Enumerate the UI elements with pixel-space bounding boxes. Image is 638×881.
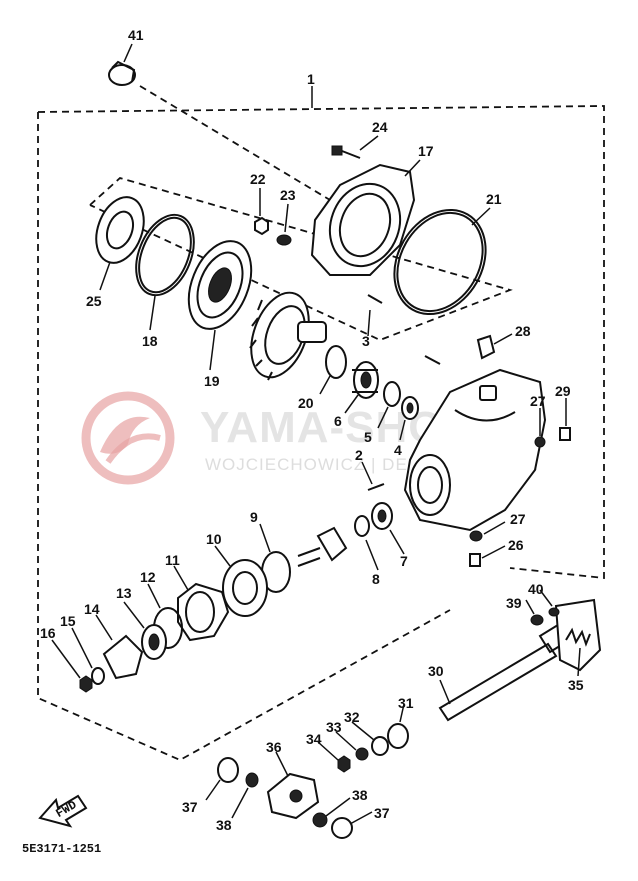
label-17: 17 — [418, 143, 434, 159]
label-39: 39 — [506, 595, 522, 611]
part-30-drive-shaft — [438, 618, 578, 722]
label-29: 29 — [555, 383, 571, 399]
part-39-40-plate — [525, 589, 602, 672]
part-15-16-fasteners — [51, 627, 105, 693]
label-23: 23 — [280, 187, 296, 203]
part-20-shim — [319, 345, 347, 395]
part-7-bearing — [371, 502, 405, 555]
watermark-logo — [81, 391, 175, 485]
label-27-lower: 27 — [510, 511, 526, 527]
part-number-labels: 41 1 24 17 22 23 21 25 18 28 3 19 29 20 … — [40, 27, 584, 833]
label-34: 34 — [306, 731, 322, 747]
label-27-upper: 27 — [530, 393, 546, 409]
part-21-o-ring — [393, 207, 491, 316]
front-arrow: FWD — [38, 794, 88, 828]
part-2-stud — [361, 461, 385, 491]
part-3-stud — [367, 294, 441, 365]
label-38-left: 38 — [216, 817, 232, 833]
part-27-29-drain — [534, 398, 571, 448]
label-13: 13 — [116, 585, 132, 601]
label-5: 5 — [364, 429, 372, 445]
part-23-washer — [276, 203, 292, 246]
label-36: 36 — [266, 739, 282, 755]
part-31-cup — [387, 703, 409, 749]
label-20: 20 — [298, 395, 314, 411]
part-11-housing — [173, 565, 230, 642]
label-37-left: 37 — [182, 799, 198, 815]
ring-gear — [249, 291, 327, 381]
label-35: 35 — [568, 677, 584, 693]
label-25: 25 — [86, 293, 102, 309]
part-36-universal-joint — [266, 751, 320, 820]
label-22: 22 — [250, 171, 266, 187]
label-7: 7 — [400, 553, 408, 569]
assembly-boundary — [37, 86, 605, 762]
label-32: 32 — [344, 709, 360, 725]
label-24: 24 — [372, 119, 388, 135]
figure-code: 5E3171-1251 — [22, 842, 101, 856]
label-11: 11 — [165, 552, 180, 568]
part-4-spacer — [399, 396, 419, 441]
label-2: 2 — [355, 447, 363, 463]
label-3: 3 — [362, 333, 370, 349]
part-28-breather — [476, 333, 513, 360]
part-41-bushing — [108, 43, 331, 201]
label-19: 19 — [204, 373, 220, 389]
label-6: 6 — [334, 413, 342, 429]
label-15: 15 — [60, 613, 76, 629]
label-26: 26 — [508, 537, 524, 553]
part-17-bearing-housing — [310, 159, 421, 276]
part-32-33-34 — [317, 721, 389, 773]
part-37-38-left — [205, 757, 259, 819]
label-16: 16 — [40, 625, 56, 641]
label-18: 18 — [142, 333, 158, 349]
label-40: 40 — [528, 581, 544, 597]
part-14-coupling — [95, 614, 144, 680]
pinion-gear — [297, 526, 348, 567]
part-8-collar — [354, 515, 379, 571]
label-14: 14 — [84, 601, 100, 617]
label-30: 30 — [428, 663, 444, 679]
label-21: 21 — [486, 191, 502, 207]
label-33: 33 — [326, 719, 342, 735]
part-35-spring — [565, 627, 591, 677]
label-31: 31 — [398, 695, 414, 711]
label-37-right: 37 — [374, 805, 390, 821]
final-gear-case — [403, 368, 547, 532]
label-28: 28 — [515, 323, 531, 339]
label-12: 12 — [140, 569, 156, 585]
label-41: 41 — [128, 27, 144, 43]
part-37-38-right — [312, 797, 373, 839]
part-22-nut — [254, 188, 269, 236]
part-5-shim — [377, 381, 401, 429]
part-18-o-ring — [135, 213, 195, 331]
label-4: 4 — [394, 442, 402, 458]
label-10: 10 — [206, 531, 222, 547]
part-25-oil-seal — [95, 196, 145, 291]
part-19-bearing — [187, 240, 253, 371]
part-13-oil-seal — [123, 601, 167, 660]
part-27-26-filler — [469, 521, 506, 567]
label-38-right: 38 — [352, 787, 368, 803]
label-9: 9 — [250, 509, 258, 525]
label-1: 1 — [307, 71, 315, 87]
part-10-bearing — [214, 545, 268, 617]
part-6-bearing — [344, 361, 379, 414]
label-8: 8 — [372, 571, 380, 587]
part-24-bolt — [331, 135, 379, 159]
